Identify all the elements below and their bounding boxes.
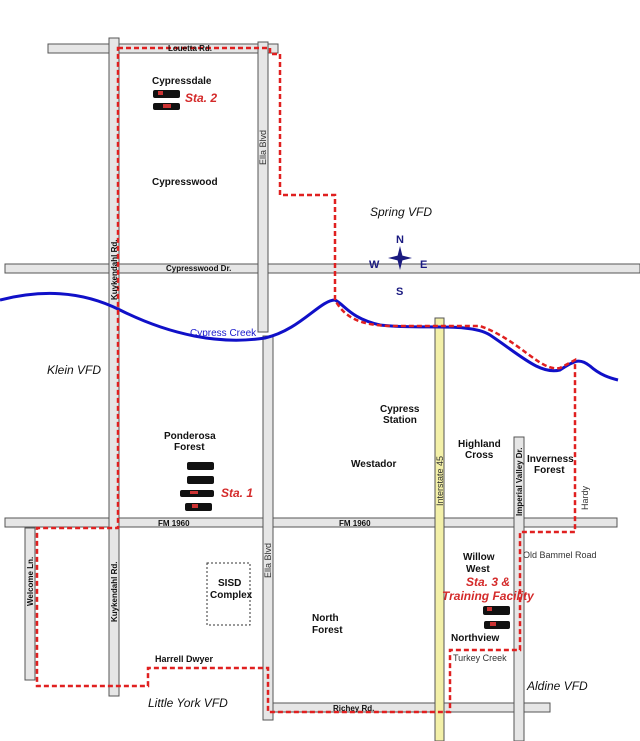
district-boundary bbox=[35, 46, 577, 714]
i45-label: Interstate 45 bbox=[435, 456, 445, 506]
interstate-45-road bbox=[434, 317, 445, 741]
cypressdale-label: Cypressdale bbox=[152, 76, 212, 87]
kuykendahl-lower-label: Kuykendahl Rd. bbox=[110, 562, 119, 622]
compass-west: W bbox=[369, 259, 380, 271]
station-3-trucks bbox=[483, 606, 510, 629]
compass-rose: N S E W bbox=[369, 234, 427, 298]
fm1960-east-label: FM 1960 bbox=[339, 519, 371, 528]
kuykendahl-upper-label: Kuykendahl Rd. bbox=[110, 240, 119, 300]
highland-label-1: Highland bbox=[458, 439, 501, 450]
northview-label: Northview bbox=[451, 633, 500, 644]
station-1-label: Sta. 1 bbox=[221, 486, 253, 500]
cypresswood-dr-road bbox=[4, 263, 640, 274]
cypress-creek-label: Cypress Creek bbox=[190, 328, 257, 339]
compass-north: N bbox=[396, 234, 404, 246]
hardy-label: Hardy bbox=[580, 485, 590, 510]
compass-south: S bbox=[396, 286, 403, 298]
westador-label: Westador bbox=[351, 459, 396, 470]
sisd-label-2: Complex bbox=[210, 590, 253, 601]
welcome-ln-road bbox=[24, 527, 36, 681]
inverness-label-1: Inverness bbox=[527, 454, 574, 465]
turkey-creek-label: Turkey Creek bbox=[453, 653, 507, 663]
willow-label-1: Willow bbox=[463, 552, 495, 563]
station-2-trucks bbox=[153, 90, 180, 110]
little-york-vfd-label: Little York VFD bbox=[148, 696, 228, 710]
ella-upper-label: Ella Blvd bbox=[258, 130, 268, 165]
ella-blvd-lower-road bbox=[262, 335, 274, 721]
ponderosa-label-2: Forest bbox=[174, 442, 205, 453]
richey-label: Richey Rd. bbox=[333, 704, 374, 713]
north-forest-label-1: North bbox=[312, 613, 339, 624]
cypresswood-dr-label: Cypresswood Dr. bbox=[166, 264, 231, 273]
richey-road bbox=[267, 702, 551, 713]
aldine-vfd-label: Aldine VFD bbox=[526, 679, 588, 693]
cypresswood-label: Cypresswood bbox=[152, 177, 218, 188]
cypress-station-label-1: Cypress bbox=[380, 404, 420, 415]
sisd-complex-outline bbox=[206, 562, 251, 626]
spring-vfd-label: Spring VFD bbox=[370, 205, 432, 219]
compass-east: E bbox=[420, 259, 427, 271]
louetta-label: Louetta Rd. bbox=[168, 44, 212, 53]
harrell-dwyer-label: Harrell Dwyer bbox=[155, 654, 214, 664]
highland-label-2: Cross bbox=[465, 450, 494, 461]
station-3-label-1: Sta. 3 & bbox=[466, 575, 510, 589]
imperial-valley-road bbox=[513, 436, 525, 741]
ella-blvd-upper-road bbox=[257, 41, 269, 333]
roads bbox=[4, 37, 640, 741]
klein-vfd-label: Klein VFD bbox=[47, 363, 101, 377]
sisd-label-1: SISD bbox=[218, 578, 241, 589]
inverness-label-2: Forest bbox=[534, 465, 565, 476]
ponderosa-label-1: Ponderosa bbox=[164, 431, 216, 442]
station-3-label-2: Training Facility bbox=[442, 589, 535, 603]
north-forest-label-2: Forest bbox=[312, 625, 343, 636]
fm1960-road bbox=[4, 517, 618, 528]
ella-lower-label: Ella Blvd bbox=[263, 543, 273, 578]
old-bammel-label: Old Bammel Road bbox=[523, 550, 597, 560]
cypress-station-label-2: Station bbox=[383, 415, 417, 426]
station-2-label: Sta. 2 bbox=[185, 91, 217, 105]
imperial-valley-label: Imperial Valley Dr. bbox=[515, 448, 524, 516]
willow-label-2: West bbox=[466, 564, 490, 575]
station-1-trucks bbox=[180, 462, 214, 511]
fm1960-west-label: FM 1960 bbox=[158, 519, 190, 528]
welcome-label: Welcome Ln. bbox=[26, 557, 35, 606]
